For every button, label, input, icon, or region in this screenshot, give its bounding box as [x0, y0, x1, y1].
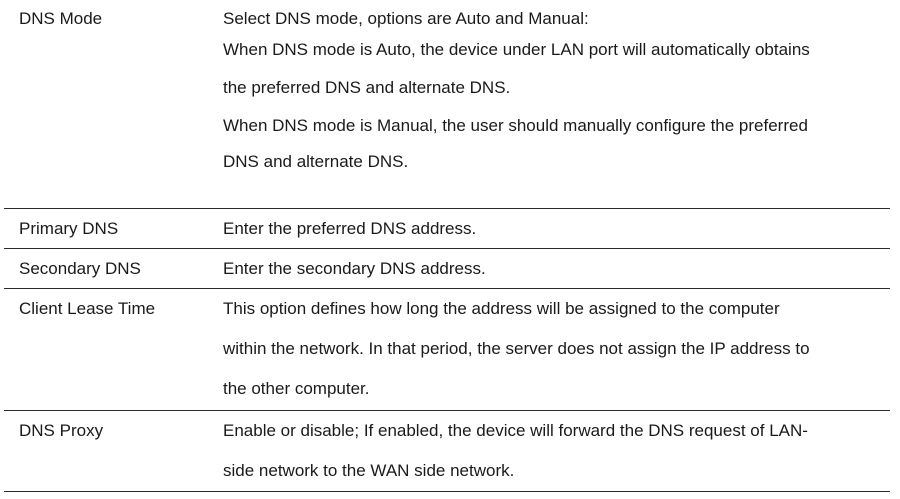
- description-line: This option defines how long the address…: [223, 299, 780, 318]
- description-line: the preferred DNS and alternate DNS.: [223, 78, 511, 97]
- parameter-table: DNS Mode Select DNS mode, options are Au…: [4, 0, 890, 492]
- parameter-name: Secondary DNS: [19, 259, 141, 278]
- description-line: within the network. In that period, the …: [223, 339, 810, 358]
- table-row-primary-dns: Primary DNS Enter the preferred DNS addr…: [4, 209, 890, 249]
- description-line: Select DNS mode, options are Auto and Ma…: [223, 9, 589, 28]
- description-line: the other computer.: [223, 379, 370, 398]
- description-paragraph: When DNS mode is Auto, the device under …: [223, 30, 884, 108]
- description-line: DNS and alternate DNS.: [223, 152, 409, 171]
- parameter-name: Primary DNS: [19, 219, 119, 238]
- parameter-description: Select DNS mode, options are Auto and Ma…: [223, 0, 890, 208]
- description-line: Enter the preferred DNS address.: [223, 219, 477, 238]
- description-line: When DNS mode is Auto, the device under …: [223, 40, 810, 59]
- table-row-secondary-dns: Secondary DNS Enter the secondary DNS ad…: [4, 249, 890, 289]
- parameter-name: Client Lease Time: [19, 299, 156, 318]
- parameter-description: Enter the preferred DNS address.: [223, 209, 890, 248]
- parameter-description: Enter the secondary DNS address.: [223, 249, 890, 288]
- parameter-description: Enable or disable; If enabled, the devic…: [223, 411, 890, 491]
- description-line: Enable or disable; If enabled, the devic…: [223, 421, 808, 440]
- description-paragraph: Select DNS mode, options are Auto and Ma…: [223, 0, 884, 39]
- parameter-name: DNS Mode: [19, 9, 103, 28]
- description-line: When DNS mode is Manual, the user should…: [223, 116, 808, 135]
- description-line: Enter the secondary DNS address.: [223, 259, 486, 278]
- description-paragraph: When DNS mode is Manual, the user should…: [223, 106, 884, 182]
- table-row-client-lease-time: Client Lease Time This option defines ho…: [4, 289, 890, 411]
- description-line: side network to the WAN side network.: [223, 461, 515, 480]
- parameter-description: This option defines how long the address…: [223, 289, 890, 410]
- parameter-name: DNS Proxy: [19, 421, 104, 440]
- table-row-dns-mode: DNS Mode Select DNS mode, options are Au…: [4, 0, 890, 209]
- table-row-dns-proxy: DNS Proxy Enable or disable; If enabled,…: [4, 411, 890, 492]
